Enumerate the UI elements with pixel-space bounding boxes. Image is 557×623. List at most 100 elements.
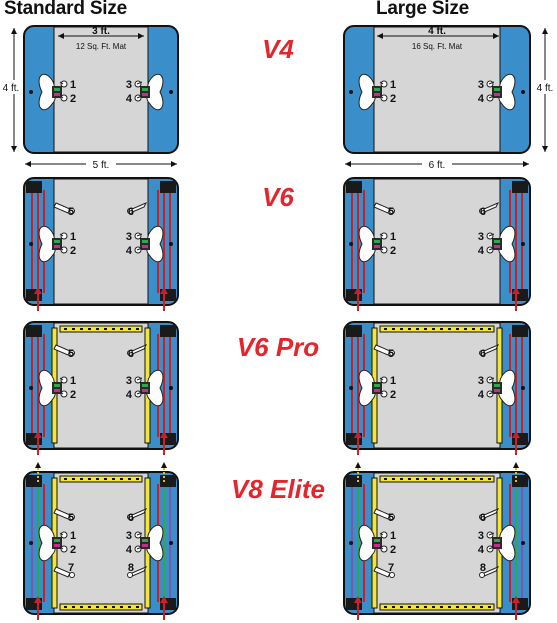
rail-dot [408,478,411,480]
top-rail [379,475,495,483]
connector-magenta [374,245,380,248]
sensor-label-s3: 3 [478,231,484,243]
mat-width-arrow-standard-head-right [138,33,144,39]
plug-lead [59,546,64,550]
plug-icon [380,376,388,384]
width-label-bg [422,157,452,171]
width-large: 6 ft. [429,160,446,171]
bottom-rail [59,603,143,611]
rail-dot [96,478,99,480]
rail-dot [480,328,483,330]
grip-plug-icon [389,208,395,214]
sensor-label-s4: 4 [126,389,133,401]
connector-green [142,384,148,387]
top-rail [59,325,143,333]
grip-plug-icon [127,208,133,214]
rail-dot [392,478,395,480]
sensor-label-s1: 1 [70,530,76,542]
rail-dot [464,606,467,608]
connector-magenta [374,93,380,96]
plug-lead [136,377,143,381]
corner-cap [346,181,362,193]
rail-dot [488,478,491,480]
sensor-label-s3: 3 [126,375,132,387]
connector-block [372,86,382,98]
plug-lead [488,233,495,237]
plug-lead [136,247,143,251]
plug-lead [59,81,64,85]
corner-cap [160,475,176,487]
height-arrow-large-head-top [542,28,548,34]
cable-grip-icon [373,344,391,356]
sensor-label-s1: 1 [70,375,76,387]
plug-lead [59,95,64,99]
plug-lead [136,391,143,395]
rail-dot [464,328,467,330]
corner-cap [512,475,528,487]
cord-entry-head [512,287,520,294]
rail-dot [456,606,459,608]
plug-lead [488,377,495,381]
rail-dot [104,328,107,330]
plug-icon [60,80,68,88]
rail-dot [136,478,139,480]
rail-dot [64,478,67,480]
plug-lead [488,532,495,536]
rail-dot [392,606,395,608]
connector-magenta [54,544,60,547]
plug-lead [136,95,143,99]
sensor-label-s4: 4 [126,245,133,257]
sensor-label-s4: 4 [126,544,133,556]
sensor-label-s2: 2 [390,544,396,556]
width-arrow-large-head-right [523,161,529,167]
corner-cap [26,325,42,337]
rail-dot [112,478,115,480]
connector-magenta [54,389,60,392]
plug-lead [488,81,495,85]
plug-lead [59,377,64,381]
connector-block [140,537,150,549]
sensor-label-s2: 2 [390,389,396,401]
rail-dot [88,478,91,480]
model-title-v8-elite: V8 Elite [231,474,325,504]
height-large: 4 ft. [537,83,554,94]
plug-lead [488,247,495,251]
connector-green [142,539,148,542]
sensor-label-s4: 4 [126,93,133,105]
top-entry-head [355,462,361,468]
rail-dot [400,606,403,608]
plug-lead [136,546,143,550]
paddle-pin [169,386,173,390]
sensor-label-s8: 8 [480,562,486,574]
sensor-label-s5: 5 [68,348,74,360]
rail-dot [80,478,83,480]
paddle-pin [349,242,353,246]
paddle-pin [521,242,525,246]
connector-green [374,88,380,91]
connector-magenta [494,389,500,392]
grip-plug-icon [479,514,485,520]
width-arrow-standard-head-left [25,161,31,167]
sensor-label-s4: 4 [478,93,485,105]
sensor-label-s3: 3 [478,79,484,91]
height-arrow-large-head-bottom [542,146,548,152]
connector-block [492,238,502,250]
rail-dot [136,606,139,608]
rail-dot [448,478,451,480]
mat [53,472,149,614]
plug-lead [488,391,495,395]
paddle-pin [521,386,525,390]
corner-cap [26,475,42,487]
cord-entry-head [160,596,168,603]
sensor-label-s7: 7 [388,562,394,574]
connector-block [492,537,502,549]
corner-cap [26,181,42,193]
large-size-heading: Large Size [376,0,470,19]
sensor-label-s6: 6 [480,206,486,218]
paddle-pin [29,242,33,246]
rail-dot [120,606,123,608]
cord-entry-head [160,287,168,294]
connector-magenta [494,93,500,96]
rail-dot [128,606,131,608]
height-arrow-standard-head-top [11,28,17,34]
